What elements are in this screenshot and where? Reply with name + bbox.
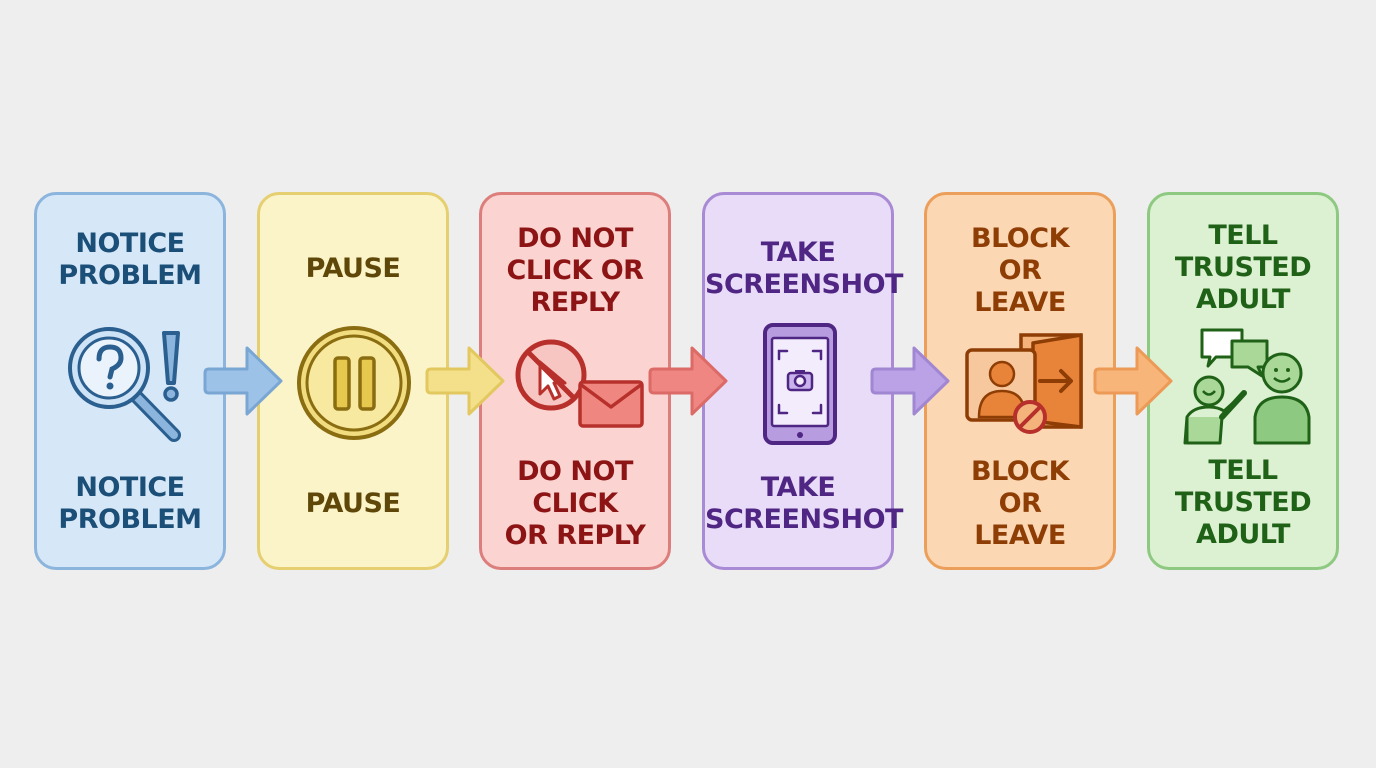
no-click-envelope-icon: [515, 339, 644, 428]
step-top-label: NOTICE PROBLEM: [58, 228, 202, 291]
magnifier-question-icon: [68, 327, 181, 442]
step-bottom-label: DO NOT CLICK OR REPLY: [504, 456, 646, 551]
step-bottom-label: BLOCK OR LEAVE: [970, 456, 1070, 551]
step-top-label: PAUSE: [305, 253, 401, 284]
step-bottom-label: NOTICE PROBLEM: [58, 472, 202, 535]
arrow-right-icon: [203, 346, 283, 416]
arrow-right-icon: [870, 346, 950, 416]
step-bottom-label: PAUSE: [305, 488, 401, 519]
step-bottom-label: TELL TRUSTED ADULT: [1174, 455, 1312, 550]
talk-adult-icon: [1183, 328, 1311, 445]
pause-icon: [297, 326, 411, 440]
phone-screenshot-icon: [763, 323, 837, 445]
step-top-label: TAKE SCREENSHOT: [705, 237, 903, 300]
step-top-label: TELL TRUSTED ADULT: [1174, 220, 1312, 315]
step-pause: PAUSE PAUSE: [257, 192, 449, 570]
arrow-right-icon: [1093, 346, 1173, 416]
step-top-label: DO NOT CLICK OR REPLY: [506, 223, 644, 318]
step-do-not-click-or-reply: DO NOT CLICK OR REPLY DO NOT CLICK OR RE…: [479, 192, 671, 570]
arrow-right-icon: [425, 346, 505, 416]
step-block-or-leave: BLOCK OR LEAVE BLOCK OR LEAVE: [924, 192, 1116, 570]
step-top-label: BLOCK OR LEAVE: [970, 223, 1070, 318]
step-notice-problem: NOTICE PROBLEM NOTICE PROBLEM: [34, 192, 226, 570]
step-tell-trusted-adult: TELL TRUSTED ADULT TELL TRUSTED ADULT: [1147, 192, 1339, 570]
step-bottom-label: TAKE SCREENSHOT: [705, 472, 903, 535]
step-take-screenshot: TAKE SCREENSHOT TAKE SCREENSHOT: [702, 192, 903, 570]
arrow-right-icon: [648, 346, 728, 416]
block-leave-icon: [965, 333, 1083, 434]
